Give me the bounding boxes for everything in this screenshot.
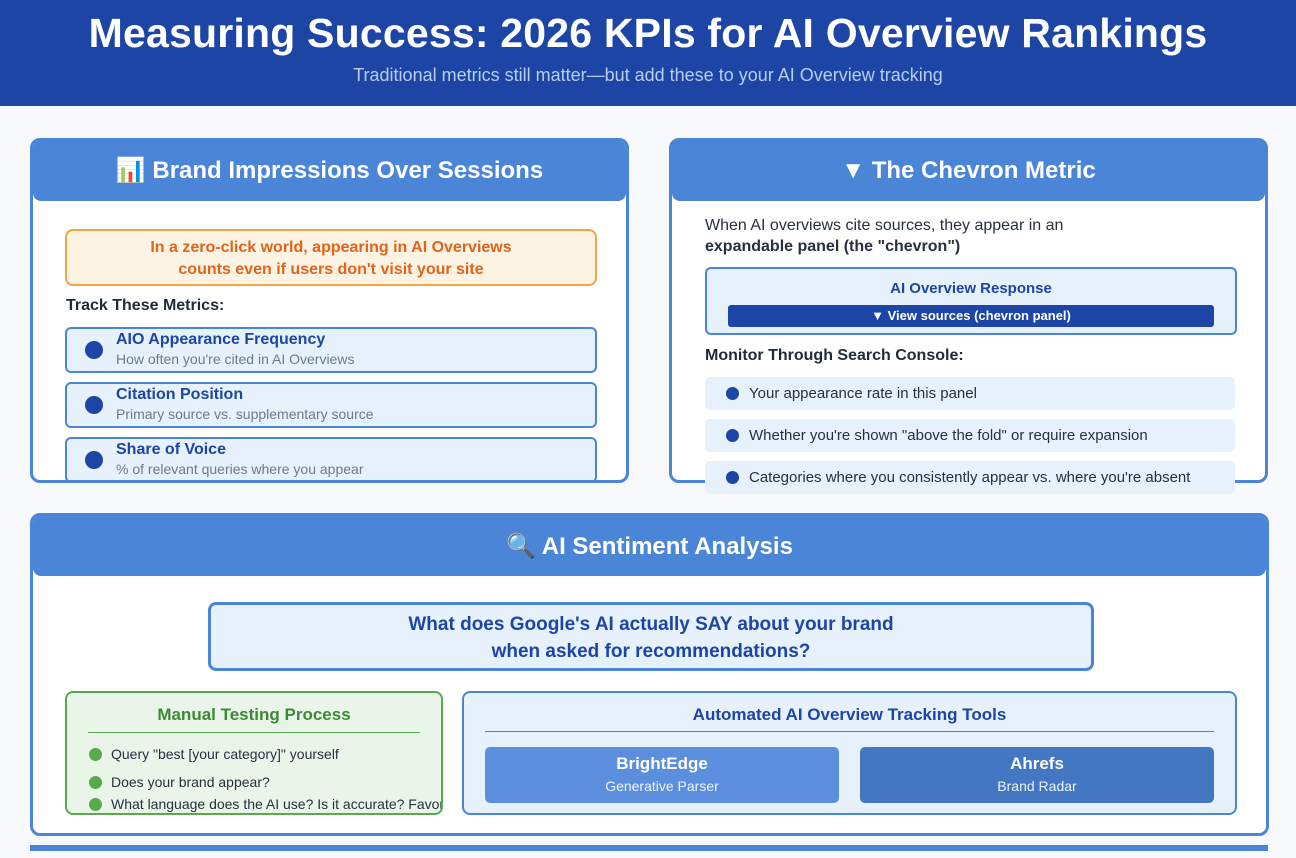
- bullet-icon: [85, 451, 103, 469]
- bullet-icon: [89, 776, 102, 789]
- sentiment-analysis-card: 🔍 AI Sentiment Analysis What does Google…: [30, 513, 1269, 836]
- question-line: What does Google's AI actually SAY about…: [408, 614, 894, 635]
- manual-testing-panel: Manual Testing Process Query "best [your…: [65, 691, 443, 815]
- callout-line: In a zero-click world, appearing in AI O…: [150, 239, 512, 256]
- metric-item: Citation Position Primary source vs. sup…: [65, 382, 597, 428]
- bullet-icon: [85, 341, 103, 359]
- brand-impressions-card: 📊 Brand Impressions Over Sessions In a z…: [30, 138, 629, 483]
- intro-line: When AI overviews cite sources, they app…: [705, 217, 1064, 234]
- tool-name: BrightEdge: [616, 754, 708, 773]
- tracking-tools-title: Automated AI Overview Tracking Tools: [485, 705, 1214, 732]
- manual-item-text: What language does the AI use? Is it acc…: [111, 796, 443, 812]
- monitor-heading: Monitor Through Search Console:: [705, 347, 964, 364]
- monitor-item-text: Your appearance rate in this panel: [749, 385, 977, 402]
- zero-click-callout: In a zero-click world, appearing in AI O…: [65, 229, 597, 286]
- metric-description: How often you're cited in AI Overviews: [116, 351, 355, 367]
- metric-title: AIO Appearance Frequency: [116, 331, 326, 348]
- question-line: when asked for recommendations?: [491, 641, 811, 662]
- brand-impressions-title: 📊 Brand Impressions Over Sessions: [33, 141, 626, 201]
- monitor-item-text: Categories where you consistently appear…: [749, 469, 1191, 486]
- tool-name: Ahrefs: [1010, 754, 1064, 773]
- metric-title: Citation Position: [116, 386, 244, 403]
- bullet-icon: [726, 471, 739, 484]
- tool-card-brightedge: BrightEdge Generative Parser: [485, 747, 839, 803]
- page-subtitle: Traditional metrics still matter—but add…: [353, 65, 943, 85]
- intro-emphasis: expandable panel (the "chevron"): [705, 238, 961, 255]
- tool-card-ahrefs: Ahrefs Brand Radar: [860, 747, 1214, 803]
- manual-item: Query "best [your category]" yourself: [89, 746, 339, 762]
- track-metrics-heading: Track These Metrics:: [66, 297, 225, 314]
- manual-item: What language does the AI use? Is it acc…: [89, 796, 443, 812]
- page-header: Measuring Success: 2026 KPIs for AI Over…: [0, 0, 1296, 106]
- chevron-metric-card: ▼ The Chevron Metric When AI overviews c…: [669, 138, 1268, 494]
- monitor-item: Whether you're shown "above the fold" or…: [705, 419, 1235, 452]
- ai-overview-mock: AI Overview Response ▼ View sources (che…: [705, 267, 1237, 335]
- tool-product: Generative Parser: [605, 778, 719, 794]
- page-title: Measuring Success: 2026 KPIs for AI Over…: [88, 10, 1208, 56]
- manual-item-text: Does your brand appear?: [111, 774, 270, 790]
- metric-item: AIO Appearance Frequency How often you'r…: [65, 327, 597, 373]
- manual-item: Does your brand appear?: [89, 774, 270, 790]
- ai-overview-title: AI Overview Response: [890, 280, 1052, 297]
- bottom-divider: [30, 845, 1268, 851]
- metric-title: Share of Voice: [116, 441, 226, 458]
- chevron-metric-title: ▼ The Chevron Metric: [672, 141, 1265, 201]
- metric-description: % of relevant queries where you appear: [116, 461, 364, 477]
- metric-description: Primary source vs. supplementary source: [116, 406, 374, 422]
- monitor-item: Categories where you consistently appear…: [705, 461, 1235, 494]
- bullet-icon: [726, 387, 739, 400]
- manual-testing-title: Manual Testing Process: [88, 705, 420, 733]
- monitor-item-text: Whether you're shown "above the fold" or…: [749, 427, 1148, 444]
- bullet-icon: [89, 748, 102, 761]
- tracking-tools-panel: Automated AI Overview Tracking Tools Bri…: [462, 691, 1237, 815]
- manual-item-text: Query "best [your category]" yourself: [111, 746, 339, 762]
- metric-item: Share of Voice % of relevant queries whe…: [65, 437, 597, 480]
- bullet-icon: [85, 396, 103, 414]
- bullet-icon: [726, 429, 739, 442]
- tool-product: Brand Radar: [997, 778, 1077, 794]
- monitor-item: Your appearance rate in this panel: [705, 377, 1235, 410]
- key-question-box: What does Google's AI actually SAY about…: [208, 602, 1094, 671]
- callout-line: counts even if users don't visit your si…: [178, 261, 484, 278]
- bullet-icon: [89, 798, 102, 811]
- chevron-intro: When AI overviews cite sources, they app…: [705, 215, 1063, 257]
- sentiment-analysis-title: 🔍 AI Sentiment Analysis: [33, 516, 1266, 576]
- view-sources-button[interactable]: ▼ View sources (chevron panel): [728, 305, 1214, 327]
